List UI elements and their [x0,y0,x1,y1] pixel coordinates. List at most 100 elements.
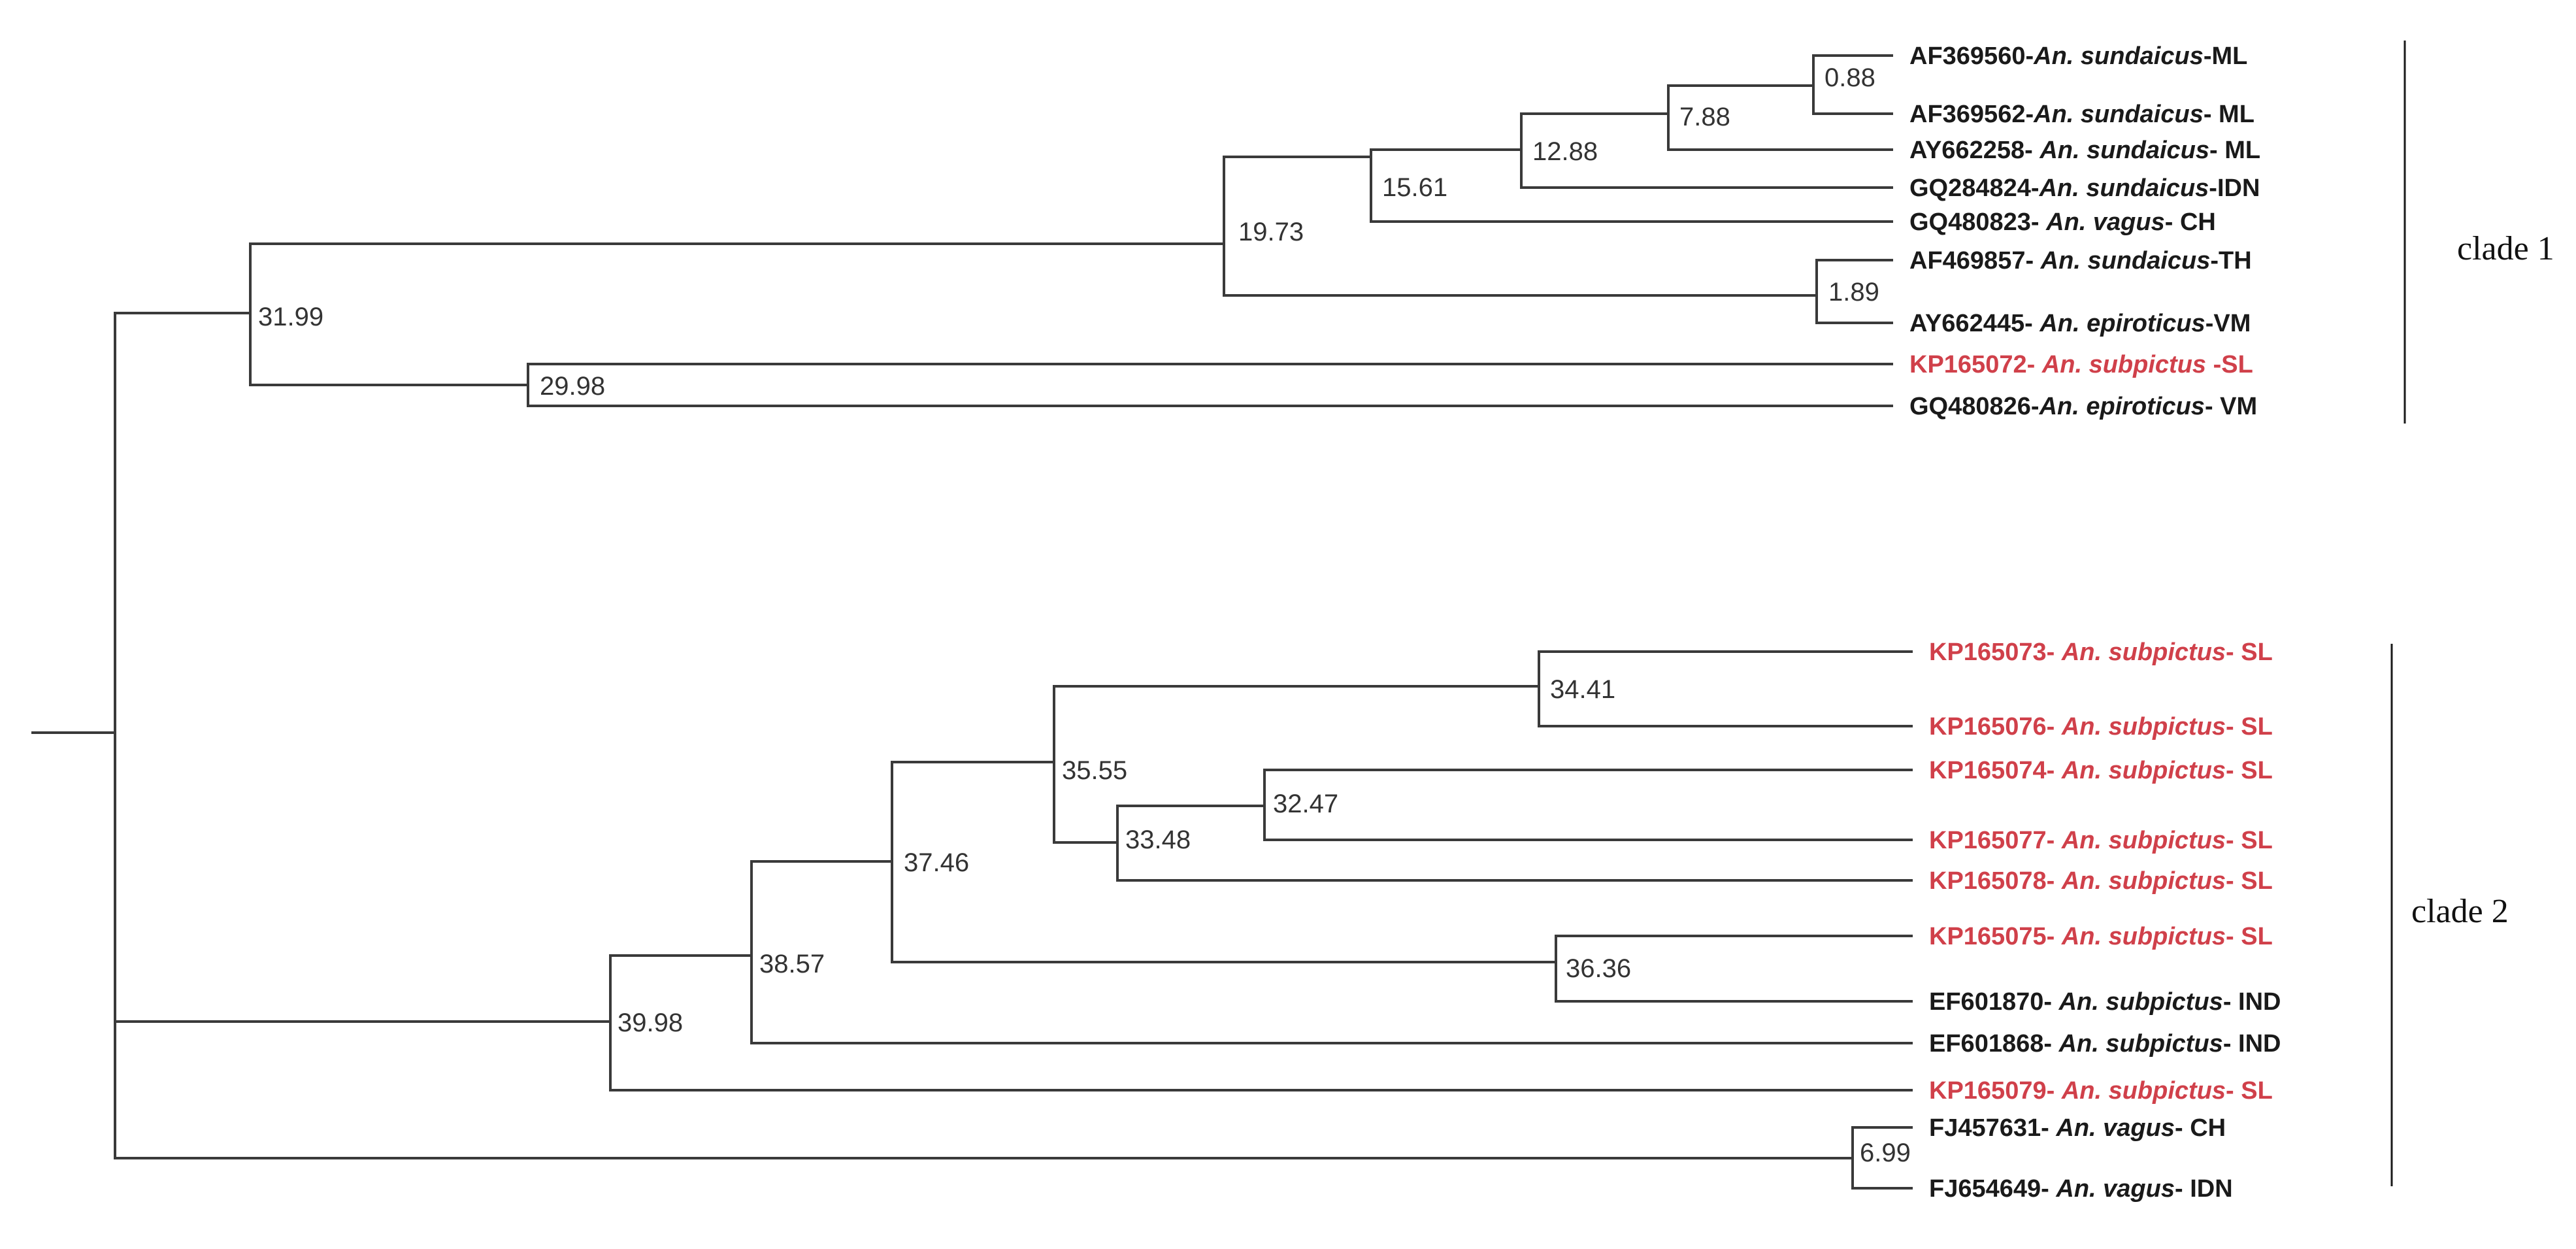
leaf-accession: KP165073- [1929,639,2062,666]
node-label: 0.88 [1825,63,1875,92]
leaf-label: KP165077- An. subpictus- SL [1929,827,2273,854]
leaf-label: AY662445- An. epiroticus-VM [1909,310,2251,337]
leaf-location: - SL [2226,713,2273,741]
node-label: 37.46 [904,848,969,877]
leaf-label: AF369560-An. sundaicus-ML [1909,42,2247,70]
leaf-species: An. epiroticus [2039,310,2205,337]
leaf-location: -TH [2210,247,2251,275]
node-label: 12.88 [1532,137,1598,166]
node-label: 38.57 [759,950,825,978]
leaf-species: An. subpictus [2061,1077,2226,1105]
leaf-accession: GQ480826- [1909,393,2039,420]
leaf-accession: AY662258- [1909,137,2039,164]
leaf-location: -IDN [2209,175,2260,202]
leaf-species: An. vagus [2055,1114,2175,1142]
leaf-accession: KP165074- [1929,757,2062,784]
leaf-accession: KP165075- [1929,923,2062,950]
leaf-label: GQ480823- An. vagus- CH [1909,208,2216,236]
leaf-location: -ML [2204,42,2248,70]
leaf-accession: KP165078- [1929,867,2062,895]
leaf-species: An. subpictus [2058,1030,2223,1057]
leaf-species: An. subpictus [2041,351,2206,378]
leaf-accession: KP165072- [1909,351,2042,378]
leaf-species: An. vagus [2045,208,2165,236]
clade-2-label: clade 2 [2411,893,2509,930]
leaf-location: - CH [2165,208,2216,236]
leaf-label: AF369562-An. sundaicus- ML [1909,101,2254,128]
leaf-accession: AF369562- [1909,101,2034,128]
leaf-location: - SL [2226,867,2273,895]
leaf-species: An. sundaicus [2039,137,2209,164]
node-labels: 31.99 29.98 19.73 15.61 12.88 7.88 0.88 … [258,63,1911,1167]
leaf-location: - SL [2226,757,2273,784]
node-label: 15.61 [1382,173,1447,202]
node-label: 39.98 [618,1008,683,1037]
leaf-species: An. subpictus [2058,988,2223,1016]
node-label: 36.36 [1566,954,1631,983]
leaf-location: -VM [2205,310,2251,337]
leaf-label: FJ457631- An. vagus- CH [1929,1114,2226,1142]
leaf-label: KP165073- An. subpictus- SL [1929,639,2273,666]
leaf-accession: AY662445- [1909,310,2039,337]
node-label: 35.55 [1062,756,1127,785]
node-label: 29.98 [540,372,605,401]
leaf-location: - CH [2175,1114,2226,1142]
node-label: 32.47 [1273,790,1338,818]
leaf-label: KP165072- An. subpictus -SL [1909,351,2253,378]
node-label: 7.88 [1679,103,1730,131]
leaf-location: - ML [2209,137,2260,164]
node-label: 33.48 [1125,825,1191,854]
leaf-accession: KP165079- [1929,1077,2062,1105]
leaf-accession: GQ284824- [1909,175,2039,202]
leaf-species: An. subpictus [2061,867,2226,895]
leaf-label: AY662258- An. sundaicus- ML [1909,137,2260,164]
node-label: 31.99 [258,303,323,331]
clade-1-label: clade 1 [2457,230,2554,267]
leaf-accession: GQ480823- [1909,208,2046,236]
leaf-location: - SL [2226,827,2273,854]
leaf-location: - SL [2226,923,2273,950]
leaf-location: - SL [2226,639,2273,666]
leaf-species: An. subpictus [2061,639,2226,666]
node-label: 19.73 [1238,218,1304,246]
leaf-accession: EF601870- [1929,988,2059,1016]
leaf-label: AF469857- An. sundaicus-TH [1909,247,2252,275]
leaf-species: An. vagus [2055,1175,2175,1203]
leaf-species: An. subpictus [2061,713,2226,741]
leaf-species: An. sundaicus [2040,247,2211,275]
clade-annotations: clade 1 clade 2 [2390,41,2554,1186]
leaf-accession: FJ457631- [1929,1114,2056,1142]
leaf-label: EF601870- An. subpictus- IND [1929,988,2281,1016]
node-label: 1.89 [1828,278,1879,307]
leaf-label: KP165075- An. subpictus- SL [1929,923,2273,950]
leaf-accession: KP165076- [1929,713,2062,741]
leaf-location: - IND [2223,988,2281,1016]
leaf-location: -SL [2206,351,2253,378]
node-label: 34.41 [1550,675,1615,704]
leaf-location: - SL [2226,1077,2273,1105]
leaf-species: An. epiroticus [2039,393,2205,420]
tree-branches [31,54,1913,1190]
leaf-label: GQ284824-An. sundaicus-IDN [1909,175,2260,202]
leaf-accession: FJ654649- [1929,1175,2056,1203]
leaf-accession: EF601868- [1929,1030,2059,1057]
leaf-label: GQ480826-An. epiroticus- VM [1909,393,2257,420]
leaf-label: KP165076- An. subpictus- SL [1929,713,2273,741]
leaf-accession: KP165077- [1929,827,2062,854]
leaf-location: - ML [2204,101,2254,128]
leaf-accession: AF369560- [1909,42,2034,70]
leaf-species: An. subpictus [2061,827,2226,854]
leaf-species: An. sundaicus [2033,101,2204,128]
leaf-location: - IDN [2175,1175,2233,1203]
leaf-label: KP165074- An. subpictus- SL [1929,757,2273,784]
leaf-location: - IND [2223,1030,2281,1057]
leaf-label: FJ654649- An. vagus- IDN [1929,1175,2233,1203]
leaf-label: KP165079- An. subpictus- SL [1929,1077,2273,1105]
leaf-species: An. sundaicus [2039,175,2209,202]
leaf-location: - VM [2205,393,2257,420]
node-label: 6.99 [1860,1139,1911,1167]
leaf-species: An. subpictus [2061,923,2226,950]
leaf-species: An. subpictus [2061,757,2226,784]
